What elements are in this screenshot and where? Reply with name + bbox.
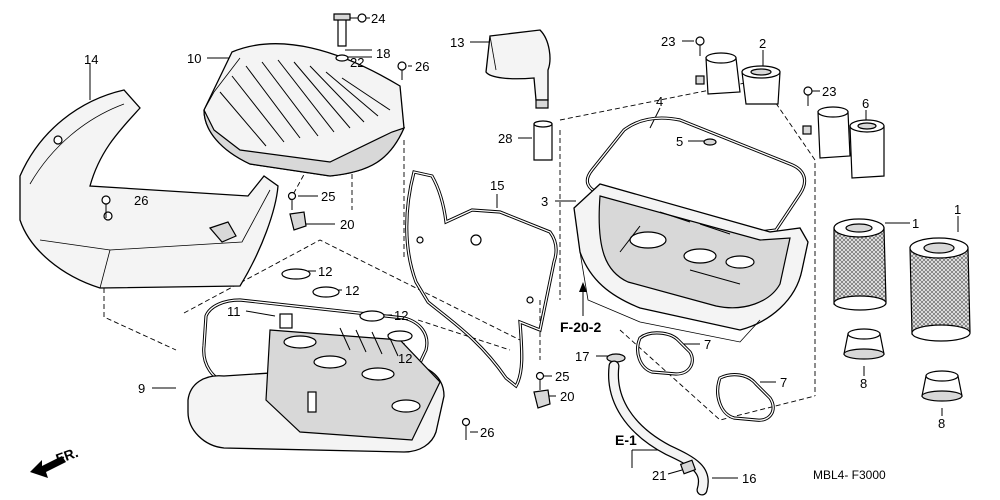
callout-26-top: 26 xyxy=(415,59,429,74)
callout-21: 21 xyxy=(652,468,666,483)
clip-part-20-b xyxy=(533,389,551,409)
filter-cap-part-6 xyxy=(817,106,885,179)
callout-28-a: 28 xyxy=(498,131,512,146)
callout-8-b: 8 xyxy=(938,416,945,431)
diagram-code: MBL4- F3000 xyxy=(813,468,886,482)
front-direction-arrow-icon xyxy=(30,456,66,478)
callout-9: 9 xyxy=(138,381,145,396)
callout-12-b: 12 xyxy=(345,283,359,298)
callout-16: 16 xyxy=(742,471,756,486)
callout-6: 6 xyxy=(862,96,869,111)
callout-14: 14 xyxy=(84,52,98,67)
callout-8-a: 8 xyxy=(860,376,867,391)
reference-f-20-2: F-20-2 xyxy=(560,319,601,335)
callout-labels: 14 10 24 18 22 26 26 26 25 20 13 28 23 2… xyxy=(84,11,961,486)
bolt-part-23-a xyxy=(695,36,705,85)
gasket-plate-part-15 xyxy=(405,170,558,389)
air-cleaner-case-part-3 xyxy=(573,183,809,343)
callout-25-b: 25 xyxy=(555,369,569,384)
callout-12-c: 12 xyxy=(394,308,408,323)
clamp-part-17 xyxy=(606,353,626,363)
filter-element-part-1-b xyxy=(909,237,971,342)
o-rings-part-12 xyxy=(281,268,413,342)
screw-part-25-b xyxy=(535,371,545,390)
screw-part-24-head xyxy=(357,13,367,23)
filter-element-part-1-a xyxy=(833,218,887,311)
filter-cap-part-2 xyxy=(705,52,781,105)
filter-seal-part-8-b xyxy=(921,370,963,402)
callout-7-a: 7 xyxy=(704,337,711,352)
case-gasket-part-4 xyxy=(585,116,807,234)
callout-4: 4 xyxy=(656,94,663,109)
callout-3: 3 xyxy=(541,194,548,209)
reference-e-1: E-1 xyxy=(615,432,637,448)
callout-22: 22 xyxy=(350,55,364,70)
intake-base-part-9 xyxy=(187,313,445,453)
callout-26-left: 26 xyxy=(134,193,148,208)
bolt-part-23-b xyxy=(802,86,813,135)
air-duct-cover-part-14 xyxy=(19,89,279,289)
callout-17: 17 xyxy=(575,349,589,364)
callout-11: 11 xyxy=(227,304,241,319)
front-indicator-label: FR. xyxy=(54,444,81,467)
callout-7-b: 7 xyxy=(780,375,787,390)
callout-1-a: 1 xyxy=(912,216,919,231)
callout-10: 10 xyxy=(187,51,201,66)
callout-2: 2 xyxy=(759,36,766,51)
callout-23-a: 23 xyxy=(661,34,675,49)
callout-12-d: 12 xyxy=(398,351,412,366)
collar-part-28 xyxy=(533,120,553,161)
callout-5: 5 xyxy=(676,134,683,149)
callout-23-b: 23 xyxy=(822,84,836,99)
callout-26-bottom: 26 xyxy=(480,425,494,440)
callout-1-b: 1 xyxy=(954,202,961,217)
washer-part-22 xyxy=(335,54,349,62)
screw-part-28-b xyxy=(461,417,471,440)
intake-funnel-part-13 xyxy=(485,29,551,109)
gasket-part-7-b xyxy=(716,373,775,422)
callout-18: 18 xyxy=(376,46,390,61)
screw-part-25-a xyxy=(287,191,297,210)
drain-tube-part-16 xyxy=(608,360,709,496)
callout-20-a: 20 xyxy=(340,217,354,232)
screw-part-26-left xyxy=(101,195,111,218)
grommet-part-5 xyxy=(703,138,717,146)
callout-12-a: 12 xyxy=(318,264,332,279)
bolt-part-24 xyxy=(333,13,351,47)
callout-20-b: 20 xyxy=(560,389,574,404)
filter-seal-part-8-a xyxy=(843,328,885,360)
air-cleaner-cover-part-10 xyxy=(203,43,406,177)
gasket-part-7-a xyxy=(636,331,694,376)
callout-25-a: 25 xyxy=(321,189,335,204)
clip-part-21 xyxy=(679,459,697,475)
callout-13: 13 xyxy=(450,35,464,50)
clip-part-20-a xyxy=(289,211,307,231)
callout-15: 15 xyxy=(490,178,504,193)
screw-part-26-top xyxy=(397,61,407,80)
callout-24: 24 xyxy=(371,11,385,26)
